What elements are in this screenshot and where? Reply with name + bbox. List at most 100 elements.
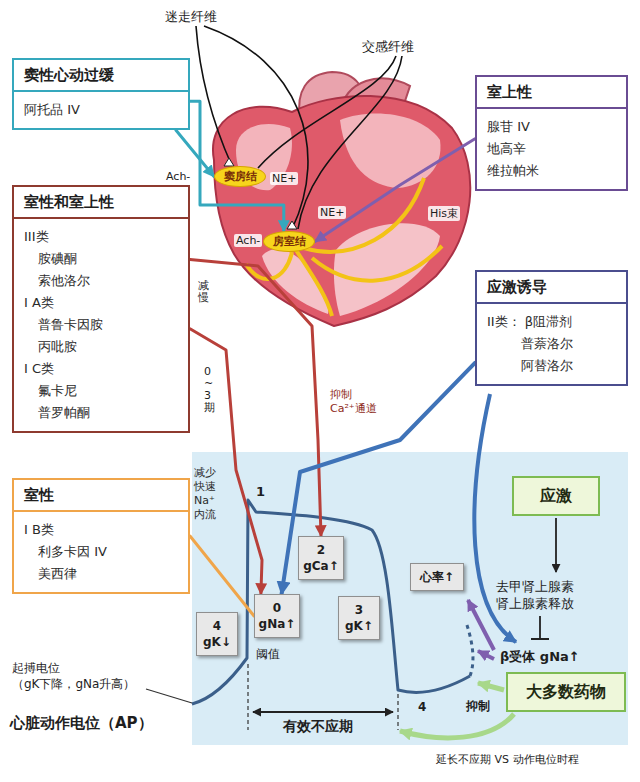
conduction-path	[304, 178, 424, 252]
edge-label: 减少 快速 Na⁺ 内流	[194, 466, 216, 522]
text-line: 普鲁卡因胺	[24, 314, 178, 336]
box-heading: 应激	[518, 486, 594, 506]
box-heading: 窦性心动过缓	[14, 60, 188, 92]
text-line: Ca²⁺通道	[330, 402, 377, 416]
text-label: NE+	[270, 172, 298, 185]
text-line: 氟卡尼	[24, 380, 178, 402]
text-line: III类	[24, 226, 178, 248]
box-body: III类 胺碘酮 索他洛尔 I A类 普鲁卡因胺 丙吡胺 I C类 氟卡尼 普罗…	[14, 219, 188, 431]
label-holder: 迷走纤维	[165, 8, 217, 26]
label-holder: 延长不应期 VS 动作电位时程	[436, 752, 579, 767]
category-box: 室上性腺苷 IV 地高辛 维拉帕米	[475, 75, 628, 191]
box-body: 腺苷 IV 地高辛 维拉帕米	[477, 109, 626, 189]
inhibit-bar	[531, 616, 549, 639]
box-heading: 应激诱导	[477, 272, 626, 304]
label-holder: 减少 快速 Na⁺ 内流	[194, 466, 216, 522]
label-holder: 心脏动作电位（AP）	[10, 714, 153, 733]
connector	[190, 259, 321, 536]
box-heading: 室上性	[477, 77, 626, 109]
label-holder: 交感纤维	[362, 38, 414, 56]
connector	[190, 101, 284, 231]
category-box: 室性I B类 利多卡因 IV 美西律	[12, 478, 190, 594]
edge-label: 抑制 Ca²⁺通道	[328, 388, 379, 416]
text-line: 肾上腺素释放	[496, 595, 574, 612]
label-holder: 去甲肾上腺素 肾上腺素释放	[496, 578, 574, 612]
text-label: 减慢	[198, 280, 209, 304]
text-line: 利多卡因 IV	[24, 541, 178, 563]
rate-box: 心率↑	[410, 563, 464, 591]
heart-chamber	[334, 223, 440, 316]
node-oval: 房室结	[263, 231, 315, 252]
label-holder: NE+	[270, 172, 298, 185]
green-arrow	[400, 714, 514, 738]
text-label: 延长不应期 VS 动作电位时程	[436, 752, 579, 767]
text-label: 阈值	[256, 646, 280, 663]
label-holder: 1	[256, 484, 265, 499]
text-line: 减少	[194, 466, 216, 480]
label-holder: 起搏电位 （gK下降，gNa升高）	[12, 660, 135, 692]
sympathetic-fiber	[298, 56, 402, 229]
text-line: I B类	[24, 519, 178, 541]
text-line: 普罗帕酮	[24, 402, 178, 424]
text-label: Ach-	[166, 170, 190, 183]
connector	[190, 536, 254, 616]
text-line: 去甲肾上腺素	[496, 578, 574, 595]
label-holder: 0~3期	[204, 366, 215, 414]
green-arrow	[478, 683, 504, 690]
text-label: 0~3期	[204, 366, 215, 414]
text-label: 心脏动作电位（AP）	[10, 714, 153, 733]
phase-box: 0 gNa↑	[254, 594, 300, 638]
box-heading: 室性	[14, 480, 188, 512]
text-line: II类： β阻滞剂	[487, 311, 616, 333]
text-line: 丙吡胺	[24, 336, 178, 358]
node-oval: 窦房结	[214, 166, 266, 187]
connector	[315, 139, 475, 242]
ap-curve	[192, 500, 470, 704]
label-holder: β受体 gNa↑	[500, 648, 580, 666]
release-arrow	[555, 518, 557, 572]
text-label: β受体 gNa↑	[500, 648, 580, 666]
label-holder: 减慢	[198, 280, 209, 304]
nerve-ending	[287, 221, 297, 229]
text-label: 1	[256, 484, 265, 499]
text-label: His束	[428, 206, 460, 221]
drug-box: 大多数药物	[506, 672, 626, 712]
box-heading: 房室结	[264, 235, 314, 248]
text-label: 迷走纤维	[165, 8, 217, 26]
text-label: 起搏电位 （gK下降，gNa升高）	[12, 660, 135, 692]
label-holder: His束	[428, 206, 460, 221]
ap-curve-dashed	[466, 622, 473, 676]
box-heading: 0 gNa↑	[257, 600, 297, 632]
text-label: 4	[418, 700, 426, 714]
text-line: gK↓	[199, 634, 235, 650]
text-line: gK↑	[341, 618, 377, 634]
text-line: I A类	[24, 292, 178, 314]
ap-panel	[192, 452, 628, 745]
heart-chamber	[340, 114, 441, 188]
refractory-arrow	[253, 711, 393, 713]
phase-box: 3 gK↑	[338, 596, 380, 640]
purple-arrow	[468, 600, 494, 650]
box-body: 阿托品 IV	[14, 92, 188, 128]
category-box: 窦性心动过缓阿托品 IV	[12, 58, 190, 130]
text-line: 阿替洛尔	[487, 355, 616, 377]
label-holder: NE+	[318, 206, 346, 219]
text-line: 胺碘酮	[24, 248, 178, 270]
label-holder: 抑制	[466, 698, 490, 715]
connector-group	[176, 101, 475, 616]
text-line: 2	[301, 542, 341, 558]
purple-arrow	[478, 651, 494, 659]
heart-body	[213, 96, 470, 326]
phase-box: 4 gK↓	[196, 612, 238, 656]
connector	[176, 130, 214, 177]
text-line: 腺苷 IV	[487, 116, 616, 138]
text-line: gCa↑	[301, 558, 341, 574]
text-line: 维拉帕米	[487, 160, 616, 182]
vagus-fiber	[204, 26, 308, 229]
text-line: 起搏电位	[12, 660, 135, 676]
text-line: I C类	[24, 358, 178, 380]
text-line: 索他洛尔	[24, 270, 178, 292]
category-box: 应激诱导II类： β阻滞剂 普萘洛尔 阿替洛尔	[475, 270, 628, 386]
text-line: 抑制	[330, 388, 377, 402]
